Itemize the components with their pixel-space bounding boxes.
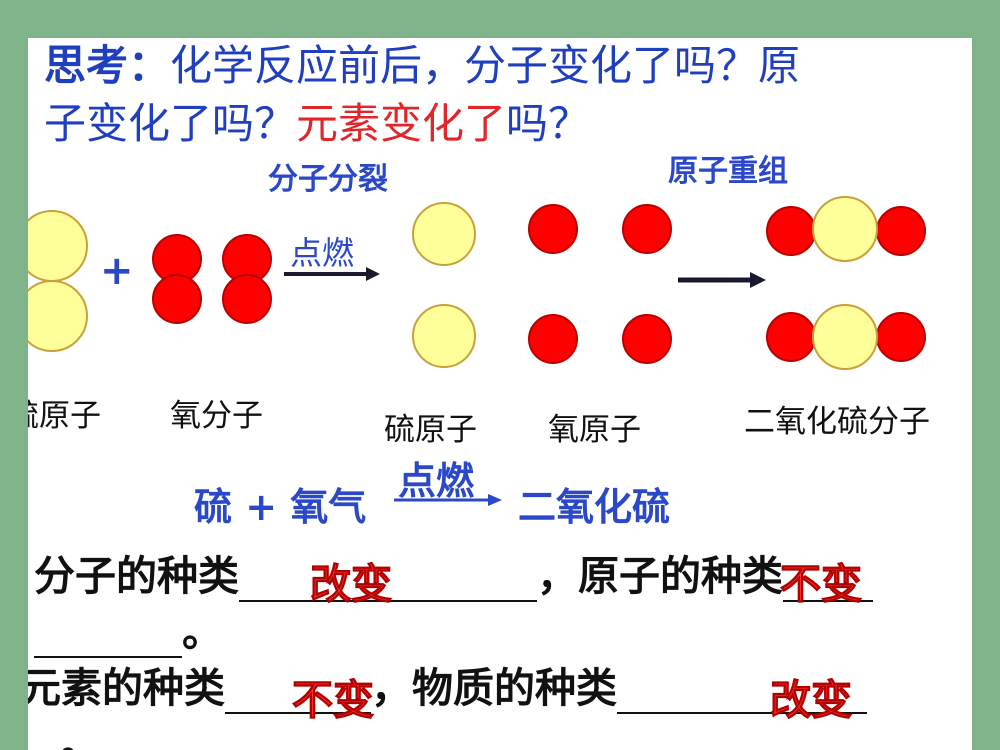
blank-1: [239, 560, 537, 602]
label-oxygen-molecule: 氧分子: [170, 398, 263, 434]
question-line-1: 思考：化学反应前后，分子变化了吗？原: [44, 38, 800, 94]
question-part-5: 吗？: [506, 99, 591, 148]
oxygen-atom: [528, 204, 578, 254]
equation-left: 硫 + 氧气: [194, 485, 367, 529]
fill-l1-b: ，原子的种类: [537, 552, 783, 600]
fill-l1-a: 分子的种类: [34, 552, 239, 600]
blank-2-cont: [34, 616, 182, 658]
equation-condition: 点燃: [398, 459, 475, 503]
label-sulfur-atom-2: 硫原子: [384, 412, 477, 448]
label-sulfur-atom: 硫原子: [28, 398, 101, 434]
reaction-arrow-icon: [284, 267, 380, 281]
ignite-label: 点燃: [290, 234, 355, 272]
sulfur-atom: [412, 202, 476, 266]
sulfur-atom: [28, 210, 88, 282]
sulfur-atom: [812, 304, 878, 370]
oxygen-atom: [222, 274, 272, 324]
fill-line-2: 。: [34, 598, 223, 658]
oxygen-atom: [622, 314, 672, 364]
fill-l2-end: 。: [182, 608, 223, 656]
equation-arrow-icon: [394, 494, 502, 506]
question-part-1: 化学反应前后，: [170, 41, 465, 90]
oxygen-atom: [622, 204, 672, 254]
answer-3: 不变: [292, 676, 375, 725]
plus-sign: +: [100, 248, 134, 294]
oxygen-atom: [876, 206, 926, 256]
sulfur-atom: [28, 280, 88, 352]
oxygen-atom: [876, 312, 926, 362]
question-part-3: 子变化了吗？: [44, 99, 297, 148]
regroup-arrow-icon: [678, 272, 766, 288]
oxygen-atom: [766, 312, 816, 362]
fill-line-4: 。: [28, 710, 101, 750]
equation-right: 二氧化硫: [518, 485, 671, 529]
blank-4: [617, 672, 867, 714]
question-part-2: 分子变化了吗？原: [464, 41, 801, 90]
slide: 思考：化学反应前后，分子变化了吗？原 子变化了吗？元素变化了吗？ 分子分裂 原子…: [28, 38, 972, 750]
oxygen-atom: [152, 274, 202, 324]
regroup-title: 原子重组: [668, 154, 788, 189]
sulfur-atom: [812, 196, 878, 262]
split-title: 分子分裂: [268, 162, 388, 197]
fill-line-3: 元素的种类 ，物质的种类: [28, 654, 867, 714]
oxygen-atom: [766, 206, 816, 256]
answer-2: 不变: [780, 560, 863, 609]
question-line-2: 子变化了吗？元素变化了吗？: [44, 96, 590, 152]
answer-4: 改变: [770, 676, 853, 725]
label-oxygen-atom: 氧原子: [548, 412, 641, 448]
fill-line-1: 分子的种类 ，原子的种类: [34, 542, 873, 602]
fill-l4-end: 。: [60, 720, 101, 750]
question-lead: 思考：: [44, 41, 171, 90]
label-so2-molecule: 二氧化硫分子: [744, 404, 930, 440]
blank-4-cont: [28, 728, 60, 750]
answer-1: 改变: [310, 560, 393, 609]
fill-l3-a: 元素的种类: [28, 664, 225, 712]
blank-3: [225, 672, 371, 714]
blank-2: [783, 560, 873, 602]
sulfur-atom: [412, 304, 476, 368]
fill-l3-b: ，物质的种类: [371, 664, 617, 712]
oxygen-atom: [528, 314, 578, 364]
question-part-4: 元素变化了: [296, 99, 507, 148]
